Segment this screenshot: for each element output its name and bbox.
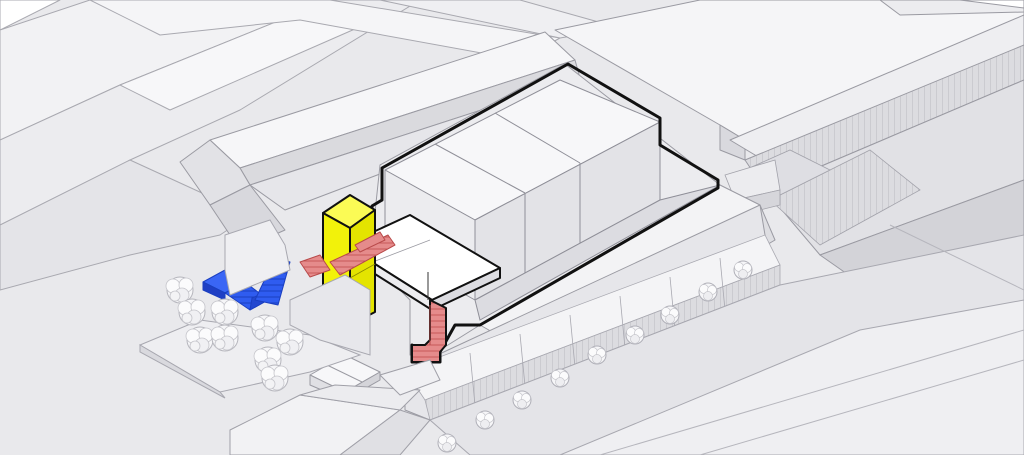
tree — [698, 282, 718, 302]
tree — [177, 298, 206, 326]
tree — [550, 368, 570, 388]
tree — [475, 410, 495, 430]
tree — [625, 325, 645, 345]
tree — [587, 345, 607, 365]
front-roofs — [229, 359, 441, 455]
street-lines — [599, 224, 1024, 455]
podium-ledge — [474, 184, 721, 321]
tree — [733, 260, 753, 280]
west-courtyard — [138, 219, 371, 399]
tree — [210, 298, 239, 326]
tree — [437, 433, 457, 453]
tree — [512, 390, 532, 410]
tree — [250, 314, 279, 342]
tree — [260, 364, 289, 392]
red-stairs-upper — [299, 231, 396, 278]
tree — [660, 305, 680, 325]
tree — [185, 326, 214, 354]
tree — [210, 324, 239, 352]
street-pavement — [429, 234, 1024, 455]
front-arcade — [404, 234, 781, 421]
